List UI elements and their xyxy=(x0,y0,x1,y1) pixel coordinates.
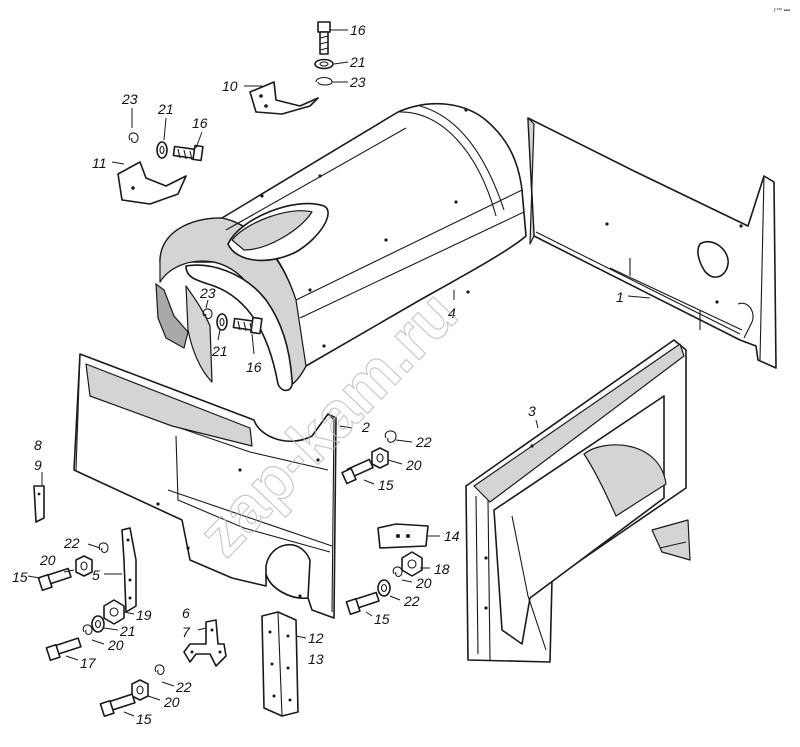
bracket-10 xyxy=(249,81,319,115)
callout-20: 20 xyxy=(415,575,432,591)
washer-21-top xyxy=(314,58,334,70)
callout-19: 19 xyxy=(136,607,152,623)
callout-18: 18 xyxy=(434,561,450,577)
hood-housing-4 xyxy=(155,102,527,392)
bracket-5 xyxy=(121,527,137,613)
callout-20: 20 xyxy=(405,457,422,473)
washer-21-lower-left xyxy=(91,615,105,633)
callout-17: 17 xyxy=(80,655,97,671)
callout-23: 23 xyxy=(121,91,138,107)
callout-labels: 16 21 23 10 23 21 16 11 23 21 16 4 1 2 2… xyxy=(12,22,624,727)
callout-14: 14 xyxy=(444,528,460,544)
corner-mark: r™ ▪▪▪ xyxy=(774,7,790,14)
callout-22: 22 xyxy=(403,593,420,609)
side-panel-1 xyxy=(527,117,777,369)
callout-20: 20 xyxy=(39,552,56,568)
callout-1: 1 xyxy=(616,289,624,305)
callout-12: 12 xyxy=(308,630,324,646)
callout-16: 16 xyxy=(246,359,262,375)
callout-15: 15 xyxy=(378,477,394,493)
callout-13: 13 xyxy=(308,651,324,667)
callout-10: 10 xyxy=(222,78,238,94)
lock-washer-20-right xyxy=(392,566,403,578)
callout-21: 21 xyxy=(119,623,136,639)
callout-23: 23 xyxy=(349,74,366,90)
callout-23: 23 xyxy=(199,285,216,301)
callout-2: 2 xyxy=(361,419,370,435)
nut-20-left-a xyxy=(75,555,93,577)
callout-20: 20 xyxy=(163,694,180,710)
callout-5: 5 xyxy=(92,567,100,583)
callout-15: 15 xyxy=(136,711,152,727)
callout-22: 22 xyxy=(175,679,192,695)
lock-washer-23-left xyxy=(128,132,139,144)
callout-21: 21 xyxy=(157,101,174,117)
bolt-15-bottom xyxy=(99,693,136,718)
callout-15: 15 xyxy=(12,569,28,585)
callout-11: 11 xyxy=(92,155,107,171)
lock-washer-20-lower-left xyxy=(82,624,93,636)
bracket-11 xyxy=(117,161,187,205)
washer-21-center xyxy=(216,313,228,331)
callout-8: 8 xyxy=(34,437,42,453)
side-panel-3 xyxy=(465,339,691,663)
callout-16: 16 xyxy=(350,22,366,38)
bolt-15-upper-right xyxy=(341,458,374,485)
clip-8-9 xyxy=(33,485,45,523)
callout-4: 4 xyxy=(448,305,456,321)
nut-20-upper-right xyxy=(371,447,389,469)
callout-3: 3 xyxy=(528,403,536,419)
washer-21-left xyxy=(156,141,168,159)
plate-14 xyxy=(377,523,429,549)
bolt-16-left xyxy=(172,144,204,162)
lock-washer-22-bottom xyxy=(154,664,165,676)
bolt-17 xyxy=(45,637,82,662)
callout-22: 22 xyxy=(415,434,432,450)
bolt-16-top xyxy=(317,21,331,55)
angle-bracket-12-13 xyxy=(261,611,299,717)
side-panel-2 xyxy=(73,353,337,619)
callout-6: 6 xyxy=(182,605,190,621)
lock-washer-22-upper-right xyxy=(384,430,397,443)
callout-20: 20 xyxy=(107,637,124,653)
bracket-6-7 xyxy=(183,619,227,667)
nut-20-bottom xyxy=(131,679,149,701)
callout-21: 21 xyxy=(349,54,366,70)
bolt-16-center xyxy=(232,316,263,335)
callout-7: 7 xyxy=(182,624,191,640)
bolt-15-right xyxy=(345,591,380,616)
washer-22-right xyxy=(377,579,391,597)
lock-washer-23-center xyxy=(202,308,213,320)
callout-15: 15 xyxy=(374,611,390,627)
nut-18 xyxy=(401,551,423,577)
callout-16: 16 xyxy=(192,115,208,131)
lock-washer-23-top xyxy=(315,76,333,86)
callout-21: 21 xyxy=(211,343,228,359)
leader-lines xyxy=(27,29,651,717)
lock-washer-22-left-a xyxy=(98,542,109,554)
callout-22: 22 xyxy=(63,535,80,551)
nut-19 xyxy=(103,599,125,625)
bolt-15-left-a xyxy=(37,567,72,592)
callout-9: 9 xyxy=(34,457,42,473)
